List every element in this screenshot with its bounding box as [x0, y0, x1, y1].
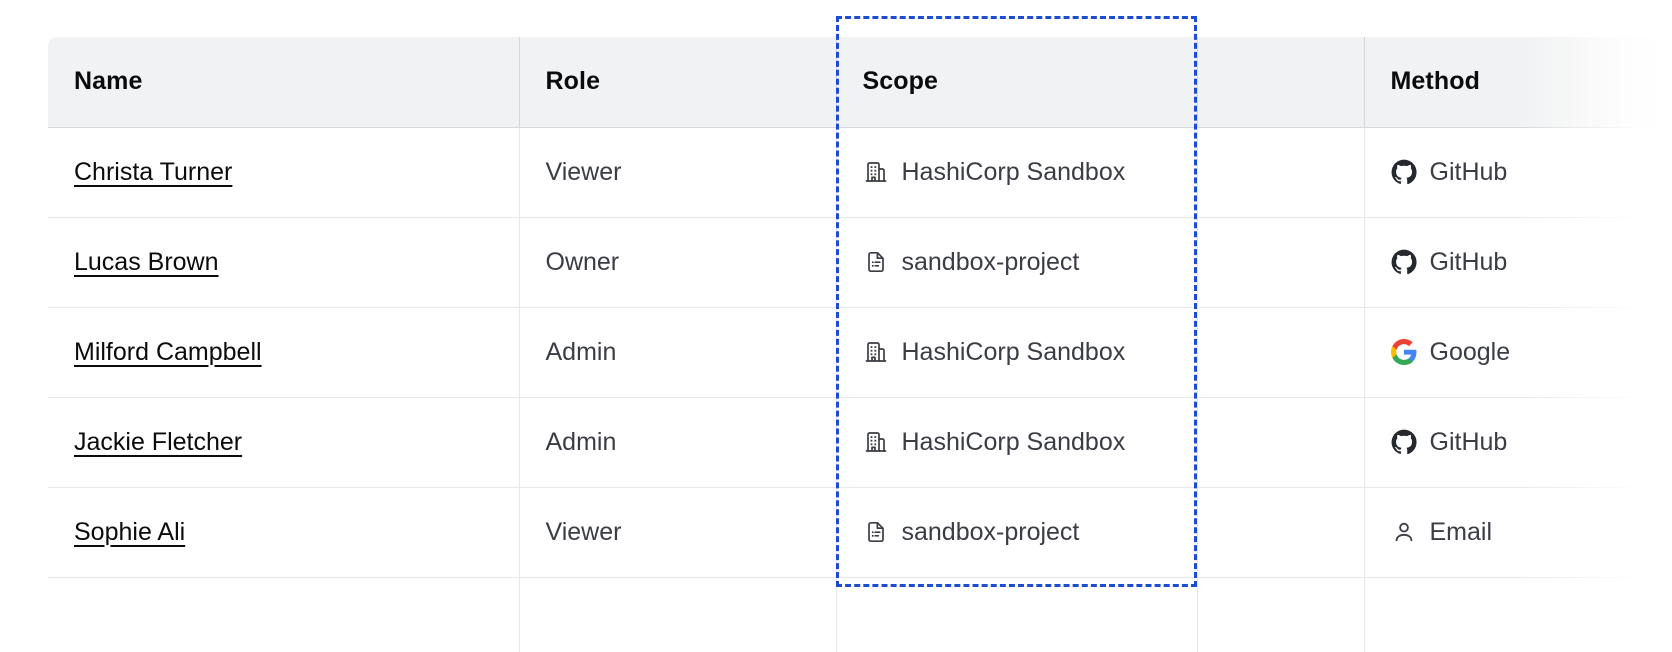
- org-building-icon: [863, 339, 889, 365]
- method-label: Google: [1429, 337, 1511, 366]
- column-header-scope[interactable]: Scope: [836, 37, 1198, 128]
- cell-method: Google: [1364, 307, 1672, 398]
- column-header-blank[interactable]: [1197, 37, 1365, 128]
- member-name-link[interactable]: Christa Turner: [74, 157, 233, 186]
- table-row: Sophie Ali Viewer: [48, 487, 1672, 578]
- org-building-icon: [863, 429, 889, 455]
- cell-method: GitHub: [1364, 127, 1672, 218]
- cell-role: Owner: [519, 217, 837, 308]
- cell-method: Email: [1364, 487, 1672, 578]
- github-icon: [1391, 249, 1417, 275]
- cell-role: Admin: [519, 397, 837, 488]
- cell-name: Jackie Fletcher: [48, 397, 520, 488]
- cell-method: GitHub: [1364, 397, 1672, 488]
- cell-blank: [1197, 307, 1365, 398]
- table-row: Lucas Brown Owner: [48, 217, 1672, 308]
- cell-scope: HashiCorp Sandbox: [836, 397, 1198, 488]
- method-label: GitHub: [1429, 427, 1508, 456]
- table-row: Milford Campbell Admin: [48, 307, 1672, 398]
- cell-scope: sandbox-project: [836, 217, 1198, 308]
- project-file-icon: [863, 519, 889, 545]
- cell-method: [1364, 577, 1672, 652]
- member-name-link[interactable]: Milford Campbell: [74, 337, 262, 366]
- cell-method: GitHub: [1364, 217, 1672, 308]
- cell-blank: [1197, 217, 1365, 308]
- cell-blank: [1197, 577, 1365, 652]
- table-body: Christa Turner Viewer: [48, 127, 1672, 652]
- table-row: Christa Turner Viewer: [48, 127, 1672, 218]
- scope-label: sandbox-project: [901, 247, 1080, 276]
- members-table: Name Role Scope Method Christa Turner Vi…: [48, 37, 1672, 652]
- project-file-icon: [863, 249, 889, 275]
- github-icon: [1391, 429, 1417, 455]
- cell-blank: [1197, 127, 1365, 218]
- scope-label: HashiCorp Sandbox: [901, 427, 1126, 456]
- cell-scope: sandbox-project: [836, 487, 1198, 578]
- member-name-link[interactable]: Jackie Fletcher: [74, 427, 243, 456]
- cell-name: [48, 577, 520, 652]
- scope-label: sandbox-project: [901, 517, 1080, 546]
- table-header: Name Role Scope Method: [48, 37, 1672, 128]
- cell-scope: [836, 577, 1198, 652]
- org-building-icon: [863, 159, 889, 185]
- cell-role: Viewer: [519, 487, 837, 578]
- members-table-container: Name Role Scope Method Christa Turner Vi…: [48, 37, 1672, 652]
- cell-role: Viewer: [519, 127, 837, 218]
- column-header-role[interactable]: Role: [519, 37, 837, 128]
- cell-name: Lucas Brown: [48, 217, 520, 308]
- cell-scope: HashiCorp Sandbox: [836, 127, 1198, 218]
- cell-role: [519, 577, 837, 652]
- table-row: Jackie Fletcher Admin: [48, 397, 1672, 488]
- google-icon: [1390, 339, 1417, 365]
- cell-name: Christa Turner: [48, 127, 520, 218]
- header-row: Name Role Scope Method: [48, 37, 1672, 128]
- scope-label: HashiCorp Sandbox: [901, 337, 1126, 366]
- member-name-link[interactable]: Lucas Brown: [74, 247, 219, 276]
- member-name-link[interactable]: Sophie Ali: [74, 517, 186, 546]
- person-icon: [1391, 519, 1417, 545]
- method-label: GitHub: [1429, 247, 1508, 276]
- column-header-method[interactable]: Method: [1364, 37, 1672, 128]
- table-row: [48, 577, 1672, 652]
- cell-name: Sophie Ali: [48, 487, 520, 578]
- cell-scope: HashiCorp Sandbox: [836, 307, 1198, 398]
- github-icon: [1391, 159, 1417, 185]
- scope-label: HashiCorp Sandbox: [901, 157, 1126, 186]
- method-label: Email: [1429, 517, 1493, 546]
- cell-role: Admin: [519, 307, 837, 398]
- cell-blank: [1197, 397, 1365, 488]
- cell-name: Milford Campbell: [48, 307, 520, 398]
- column-header-name[interactable]: Name: [48, 37, 520, 128]
- method-label: GitHub: [1429, 157, 1508, 186]
- cell-blank: [1197, 487, 1365, 578]
